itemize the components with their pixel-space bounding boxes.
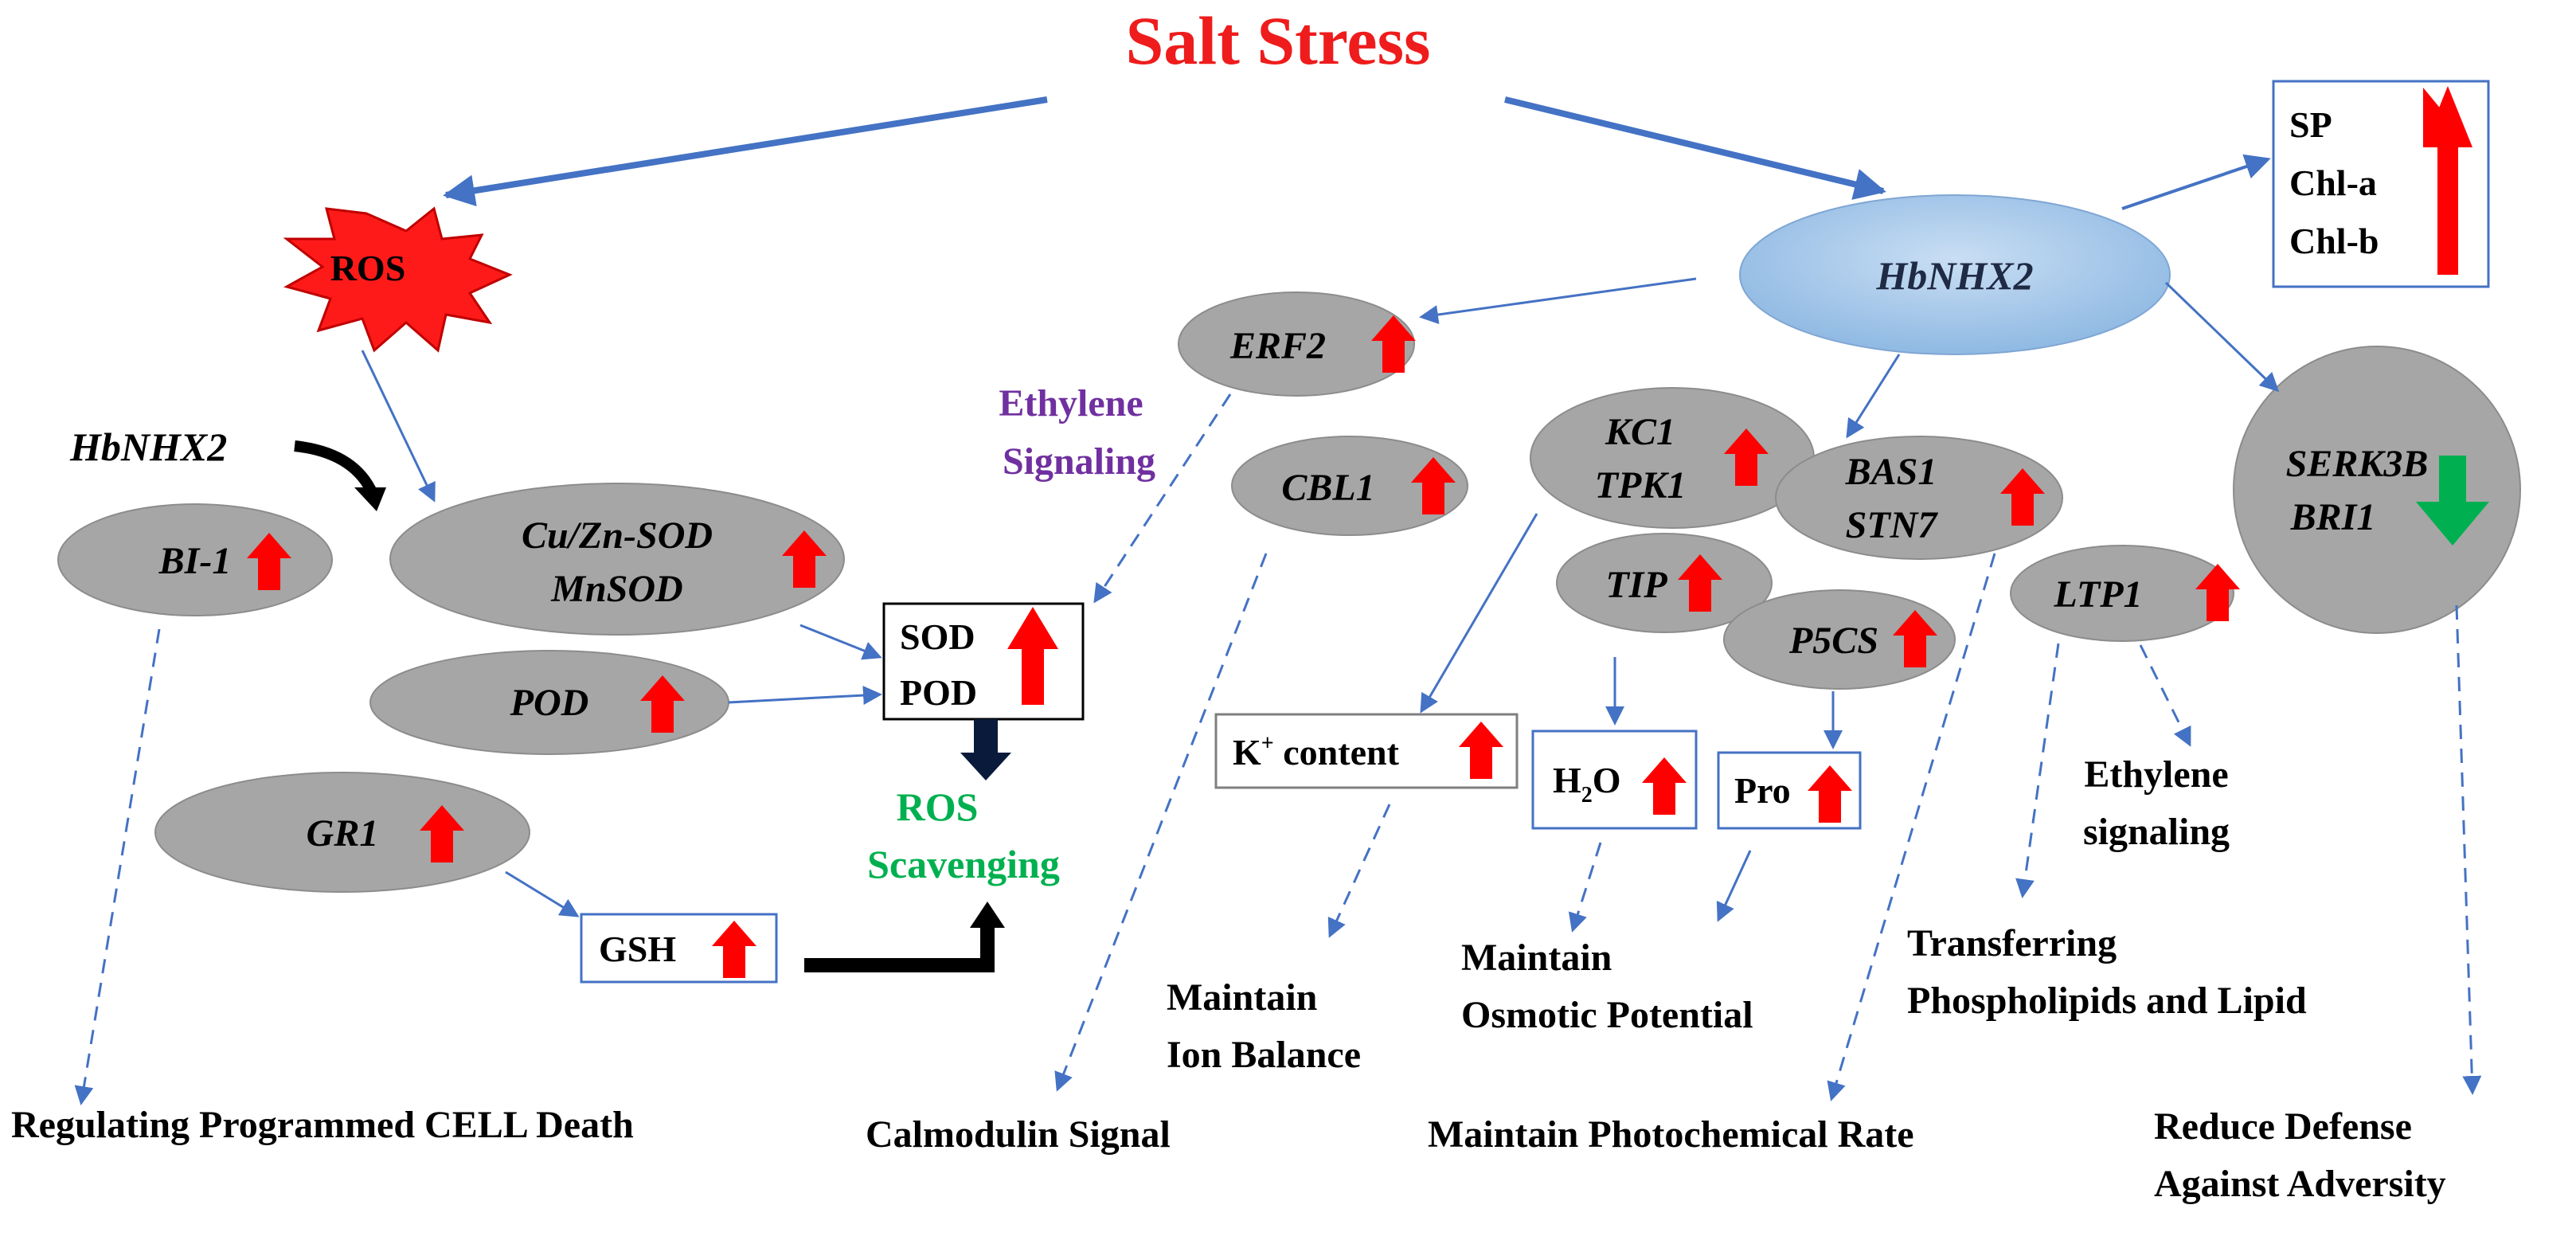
defense-label-2: Against Adversity: [2154, 1163, 2446, 1205]
ltp1-label: LTP1: [2053, 573, 2142, 616]
p5cs-node: [1723, 589, 1956, 690]
defense-label-1: Reduce Defense: [2154, 1105, 2412, 1148]
photochem-label: Maintain Photochemical Rate: [1428, 1113, 1914, 1156]
arrow-pro-to-osmo: [1716, 850, 1752, 922]
pcd-label: Regulating Programmed CELL Death: [11, 1104, 634, 1146]
tip-node: [1556, 533, 1773, 633]
hbnhx2-left-label: HbNHX2: [69, 424, 227, 469]
dashed-serk3b-to-defense: [2455, 604, 2482, 1095]
arrow-kc1-to-k: [1420, 513, 1538, 714]
transfer-label-1: Transferring: [1907, 922, 2117, 964]
cbl1-node: [1231, 436, 1468, 536]
serk3b-bri1-node: [2233, 346, 2521, 634]
ion-balance-label-2: Ion Balance: [1167, 1034, 1361, 1076]
ion-balance-label-1: Maintain: [1167, 976, 1317, 1019]
osmotic-label-2: Osmotic Potential: [1461, 994, 1753, 1036]
p5cs-label: P5CS: [1788, 620, 1878, 662]
sod1-label: Cu/Zn-SOD: [522, 514, 713, 557]
sod-pod-box: [882, 602, 1085, 721]
chla-label: Chl-a: [2289, 162, 2377, 203]
ethylene-signaling-line1: Ethylene: [999, 382, 1143, 424]
dashed-h2o-to-osmo: [1568, 842, 1602, 933]
gsh-label: GSH: [599, 929, 676, 969]
ltp1-node: [2010, 545, 2234, 642]
bri1-label: BRI1: [2290, 496, 2376, 538]
arrow-salt-to-ros: [443, 96, 1048, 207]
arrow-hbnhx2-to-sp: [2121, 154, 2271, 210]
tpk1-label: TPK1: [1595, 464, 1687, 507]
kc1-label: KC1: [1605, 411, 1675, 453]
arrow-pod-to-box: [728, 686, 882, 706]
erf2-node: [1178, 291, 1415, 397]
dashed-ltp1-to-ethylene: [2139, 644, 2191, 747]
arrow-hbnhx2-to-serk3b: [2164, 281, 2280, 393]
arrow-gr1-to-gsh: [505, 870, 580, 917]
pro-label: Pro: [1734, 770, 1791, 811]
bi1-label: BI-1: [158, 540, 232, 582]
pod-label: POD: [510, 682, 589, 724]
arrow-hbnhx2-to-erf2: [1419, 277, 1697, 324]
erf2-label: ERF2: [1229, 325, 1326, 367]
calmodulin-label: Calmodulin Signal: [866, 1113, 1171, 1156]
bas1-stn7-node: [1775, 436, 2063, 560]
k-content-box: [1214, 713, 1519, 789]
gr1-label: GR1: [307, 812, 379, 855]
hbnhx2-main-label: HbNHX2: [1875, 253, 2033, 298]
osmotic-label-1: Maintain: [1461, 937, 1612, 979]
chlb-label: Chl-b: [2289, 221, 2379, 261]
sp-label: SP: [2289, 104, 2332, 145]
curved-arrow-hbnhx2-to-sod: [294, 440, 378, 497]
arrow-hbnhx2-to-bas1: [1846, 354, 1901, 439]
ros-scavenging-line2: Scavenging: [867, 842, 1060, 886]
dashed-k-to-ion: [1327, 804, 1391, 938]
kc1-tpk1-node: [1530, 387, 1815, 529]
sod2-label: MnSOD: [550, 568, 682, 610]
sodbox-pod-label: POD: [900, 672, 977, 713]
serk3b-label: SERK3B: [2286, 443, 2429, 485]
transfer-label-2: Phospholipids and Lipid: [1907, 980, 2307, 1022]
ethylene-signaling-lower-1: Ethylene: [2084, 753, 2228, 796]
stn7-label: STN7: [1846, 504, 1939, 546]
arrow-salt-to-hbnhx2: [1504, 96, 1886, 200]
ethylene-signaling-lower-2: signaling: [2083, 811, 2230, 853]
black-elbow-arrow: [804, 924, 995, 972]
sodbox-up-arrow: [1007, 607, 1058, 705]
arrow-ros-to-sod: [361, 350, 436, 503]
h2o-label: H2O: [1553, 760, 1621, 808]
dashed-bi1-to-pcd: [74, 628, 161, 1105]
bas1-label: BAS1: [1845, 451, 1937, 493]
black-elbow-arrow-head: [970, 902, 1005, 928]
sod-node: [389, 483, 845, 636]
ethylene-signaling-line2: Signaling: [1003, 440, 1155, 483]
ros-label: ROS: [330, 248, 406, 288]
photosynthesis-up-arrow-head: [2423, 86, 2472, 147]
cbl1-label: CBL1: [1281, 467, 1374, 509]
arrow-sod-to-box: [799, 624, 882, 660]
dashed-cbl1-to-calmodulin: [1054, 553, 1268, 1092]
curved-arrow-head: [354, 487, 386, 511]
page-title: Salt Stress: [1125, 2, 1430, 79]
sodbox-sod-label: SOD: [900, 616, 975, 657]
black-down-arrow: [960, 719, 1011, 780]
k-content-label: K+ content: [1233, 731, 1400, 773]
ros-starburst: [283, 206, 513, 353]
ros-scavenging-line1: ROS: [897, 784, 979, 829]
dashed-ltp1-to-transfer: [2015, 643, 2060, 898]
serk3b-down-arrow: [2416, 456, 2489, 546]
tip-label: TIP: [1605, 564, 1667, 606]
dashed-erf2-to-sodbox: [1093, 393, 1232, 604]
hbnhx2-main-node: [1739, 194, 2171, 355]
